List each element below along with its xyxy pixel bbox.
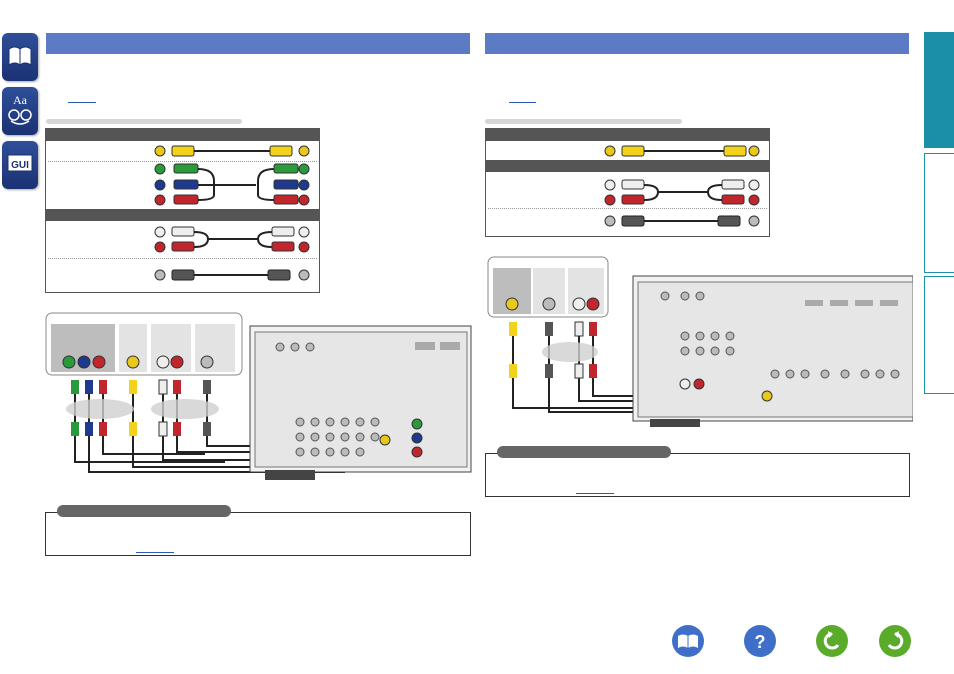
book-icon <box>8 46 32 66</box>
divider <box>48 161 317 162</box>
right-section-header <box>485 33 909 54</box>
coaxial-cable <box>604 215 760 227</box>
coaxial-cable <box>154 269 310 281</box>
table-header-video <box>46 129 319 141</box>
right-note-link[interactable] <box>576 493 614 494</box>
svg-text:?: ? <box>755 632 766 652</box>
left-note-link[interactable] <box>136 552 174 553</box>
sidebar-gui-button[interactable]: GUI <box>2 141 38 189</box>
left-section-header <box>46 33 470 54</box>
right-note-tab <box>497 446 671 458</box>
divider <box>48 258 317 259</box>
gui-icon: GUI <box>7 154 33 172</box>
dictionary-icon: Aa <box>8 93 32 125</box>
composite-cable <box>154 145 310 157</box>
svg-text:Aa: Aa <box>13 93 28 107</box>
left-connection-diagram <box>45 312 472 480</box>
divider <box>488 208 767 209</box>
table-header-audio <box>46 209 319 221</box>
right-tab-active[interactable] <box>924 32 954 148</box>
book-icon <box>678 634 698 648</box>
right-note-box <box>485 453 910 497</box>
right-cable-table <box>485 128 770 237</box>
left-page-link[interactable] <box>68 102 96 103</box>
nav-book-button[interactable] <box>672 625 704 657</box>
help-icon: ? <box>755 632 766 652</box>
audio-cable <box>154 226 310 253</box>
left-note-tab <box>57 505 231 517</box>
composite-cable <box>604 145 760 157</box>
nav-help-button[interactable]: ? <box>744 625 776 657</box>
left-subheading-bar <box>46 119 242 124</box>
nav-forward-button[interactable] <box>879 625 911 657</box>
cable-illustrations <box>604 145 760 227</box>
table-header-video <box>486 129 769 141</box>
sidebar-dictionary-button[interactable]: Aa <box>2 87 38 135</box>
right-connection-diagram <box>487 256 913 427</box>
audio-cable <box>604 179 760 206</box>
cable-illustrations <box>154 145 310 281</box>
left-note-box <box>45 512 471 556</box>
right-tab-2[interactable] <box>924 153 954 273</box>
forward-icon <box>887 631 904 650</box>
right-page-link[interactable] <box>509 102 536 103</box>
nav-back-button[interactable] <box>816 625 848 657</box>
svg-text:GUI: GUI <box>11 160 29 171</box>
back-icon <box>823 631 840 650</box>
component-cable <box>154 163 310 206</box>
table-header-audio <box>486 160 769 172</box>
right-subheading-bar <box>485 119 682 124</box>
sidebar-book-button[interactable] <box>2 33 38 81</box>
right-tab-3[interactable] <box>924 276 954 394</box>
left-cable-table <box>45 128 320 293</box>
